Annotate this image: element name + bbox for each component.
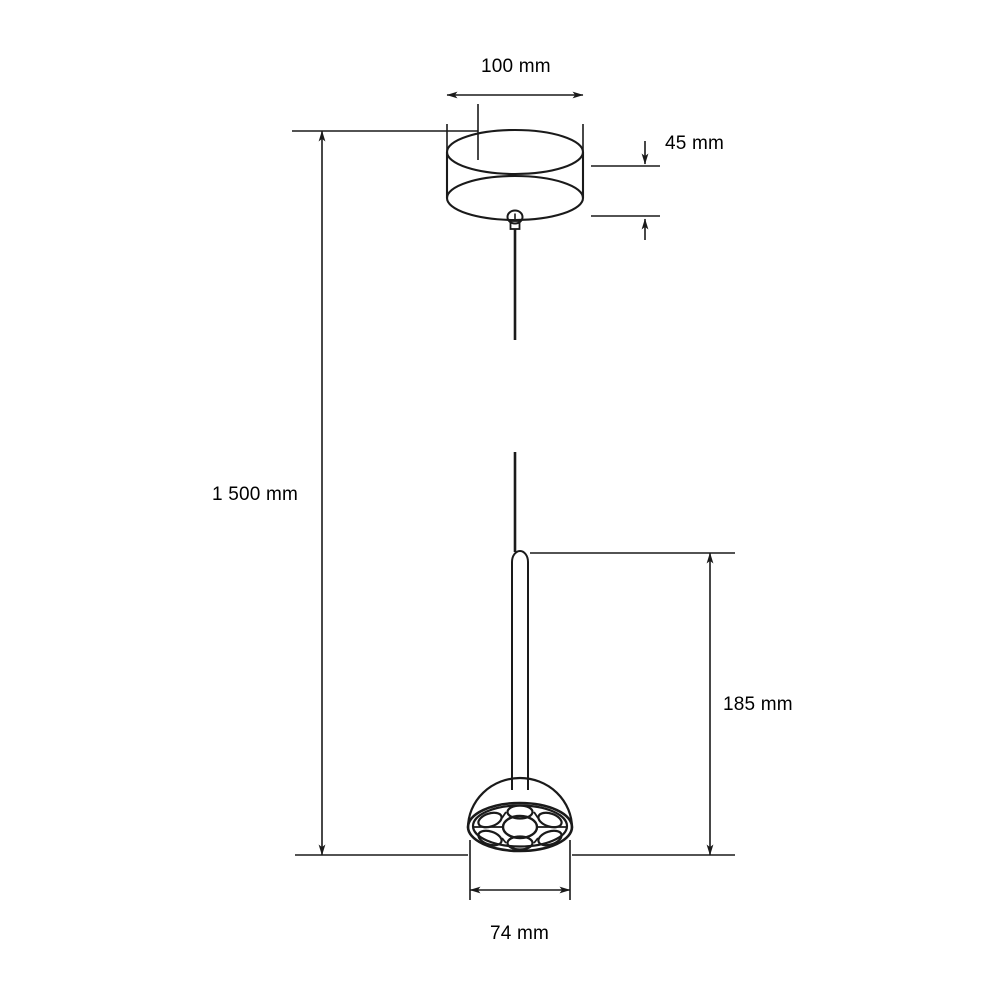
led-lens-array [477,804,563,851]
lamp-stem-tube [511,550,529,790]
canopy-height-dimension-label: 45 mm [665,133,725,154]
canopy-diameter-dimension-label: 100 mm [481,56,551,77]
led-lens-top [506,804,534,820]
lens-plate-webs [473,811,567,844]
led-lens-bottom-right [537,829,563,847]
cable-eyelet-ring [506,209,524,225]
lamp-head-dome [466,776,574,829]
canopy-bottom-rim-arc [445,174,585,199]
head-diameter-dimension-label: 74 mm [490,923,550,944]
canopy-top-ellipse [445,128,585,176]
lens-plate-inner-rim [471,804,569,848]
led-lens-bottom-left [477,829,503,847]
led-lens-bottom [506,835,534,851]
total-length-dimension-label: 1 500 mm [212,484,299,505]
lens-plate-outer-rim [466,801,574,853]
head-height-dimension-label: 185 mm [723,694,793,715]
